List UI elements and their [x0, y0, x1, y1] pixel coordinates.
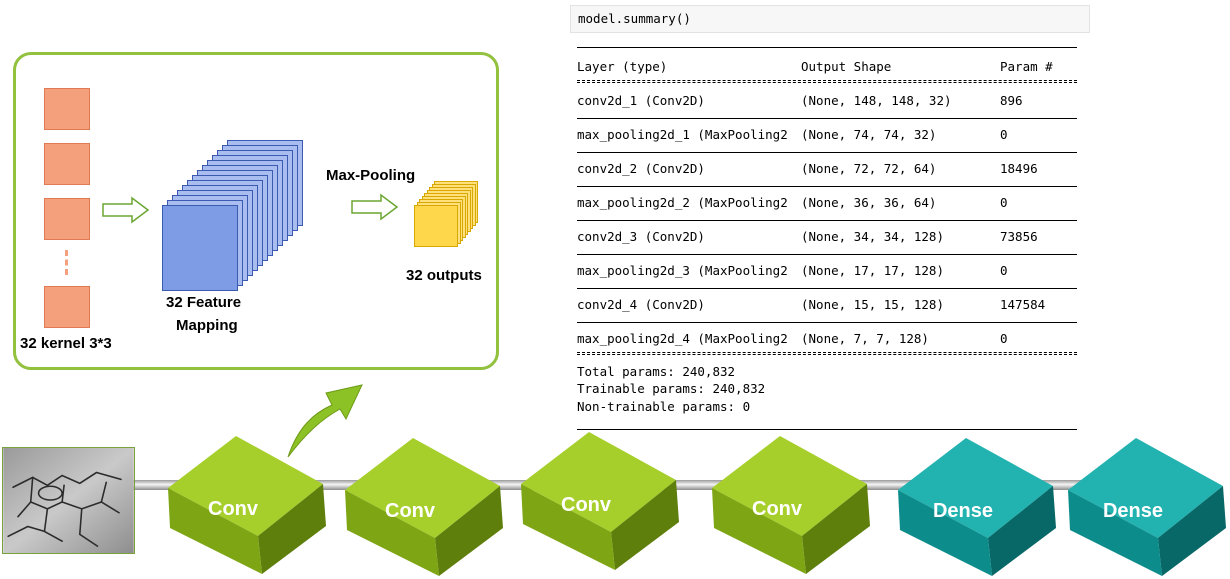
feature-label-line1: 32 Feature	[166, 294, 242, 311]
kernel-square	[44, 286, 90, 328]
param-count: 0	[1000, 127, 1008, 142]
kernel-square	[44, 198, 90, 240]
output-shape: (None, 36, 36, 64)	[801, 195, 937, 210]
conv-block	[712, 436, 870, 574]
kernel-square	[44, 88, 90, 130]
param-count: 73856	[1000, 229, 1038, 244]
conv-block	[345, 438, 503, 576]
layer-name: max_pooling2d_1 (MaxPooling2	[577, 127, 788, 142]
feature-map-layer	[162, 205, 238, 291]
callout-arrow-icon	[287, 384, 363, 458]
trainable-params: Trainable params: 240,832	[577, 381, 766, 396]
layer-name: max_pooling2d_4 (MaxPooling2	[577, 331, 788, 346]
table-double-rule	[577, 80, 1077, 83]
layer-name: conv2d_3 (Conv2D)	[577, 229, 705, 244]
header-layer: Layer (type)	[577, 59, 668, 74]
total-params: Total params: 240,832	[577, 364, 736, 379]
table-rule	[577, 322, 1077, 323]
param-count: 18496	[1000, 161, 1038, 176]
output-map-layer	[414, 205, 458, 247]
max-pooling-label: Max-Pooling	[326, 167, 416, 184]
layer-name: conv2d_1 (Conv2D)	[577, 93, 705, 108]
dense-block	[1068, 438, 1226, 576]
table-rule	[577, 47, 1077, 48]
conv-block-label: Conv	[208, 498, 258, 520]
output-shape: (None, 7, 7, 128)	[801, 331, 929, 346]
table-rule	[577, 118, 1077, 119]
param-count: 896	[1000, 93, 1023, 108]
conv-block-label: Conv	[561, 494, 611, 516]
output-shape: (None, 17, 17, 128)	[801, 263, 944, 278]
layer-name: max_pooling2d_3 (MaxPooling2	[577, 263, 788, 278]
layer-name: conv2d_4 (Conv2D)	[577, 297, 705, 312]
output-shape: (None, 15, 15, 128)	[801, 297, 944, 312]
dense-block-label: Dense	[932, 500, 994, 522]
kernel-label: 32 kernel 3*3	[20, 335, 112, 352]
code-input-cell[interactable]	[570, 5, 1090, 33]
road-crack-input-image	[2, 447, 135, 554]
output-shape: (None, 72, 72, 64)	[801, 161, 937, 176]
param-count: 0	[1000, 263, 1008, 278]
table-rule	[577, 152, 1077, 153]
table-rule	[577, 254, 1077, 255]
kernel-ellipsis	[65, 250, 71, 275]
layer-name: conv2d_2 (Conv2D)	[577, 161, 705, 176]
header-shape: Output Shape	[801, 59, 892, 74]
table-rule	[577, 186, 1077, 187]
dense-block	[898, 438, 1056, 576]
non-trainable-params: Non-trainable params: 0	[577, 399, 751, 414]
feature-label-line2: Mapping	[176, 317, 238, 334]
conv-block	[168, 436, 326, 574]
output-shape: (None, 74, 74, 32)	[801, 127, 937, 142]
outputs-label: 32 outputs	[406, 267, 482, 284]
dense-block-label: Dense	[1102, 500, 1164, 522]
right-arrow-icon	[351, 193, 399, 221]
table-rule	[577, 288, 1077, 289]
param-count: 0	[1000, 195, 1008, 210]
table-rule	[577, 429, 1077, 430]
output-shape: (None, 34, 34, 128)	[801, 229, 944, 244]
output-shape: (None, 148, 148, 32)	[801, 93, 952, 108]
code-command: model.summary()	[578, 11, 691, 26]
right-arrow-icon	[102, 196, 150, 224]
conv-block-label: Conv	[385, 500, 435, 522]
conv-block-label: Conv	[752, 498, 802, 520]
header-params: Param #	[1000, 59, 1053, 74]
table-rule	[577, 220, 1077, 221]
param-count: 147584	[1000, 297, 1046, 312]
param-count: 0	[1000, 331, 1008, 346]
table-double-rule	[577, 352, 1077, 355]
layer-name: max_pooling2d_2 (MaxPooling2	[577, 195, 788, 210]
conv-block	[521, 432, 679, 570]
kernel-square	[44, 143, 90, 185]
